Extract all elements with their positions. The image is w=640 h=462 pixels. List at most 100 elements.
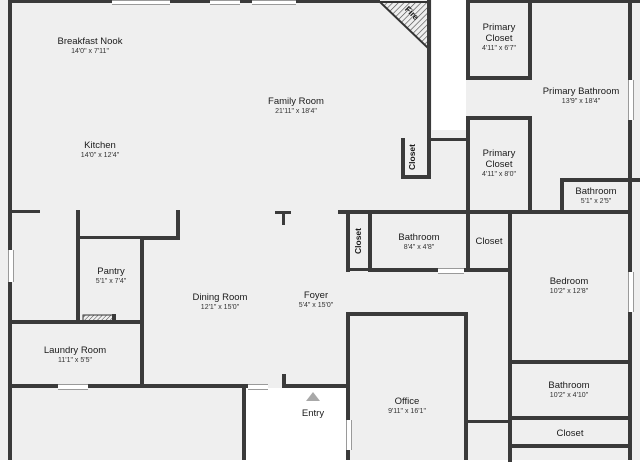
wall	[508, 444, 632, 448]
room-name: Primary Bathroom	[542, 86, 620, 97]
wall	[76, 210, 80, 324]
room-office: Office 9'11" x 16'1"	[362, 396, 452, 417]
window	[112, 0, 170, 5]
room-name: Foyer	[303, 290, 329, 301]
exterior-top-right	[432, 0, 466, 130]
wall	[8, 210, 40, 213]
wall	[508, 210, 512, 462]
room-dimensions: 10'2" x 4'10"	[549, 392, 589, 399]
wall	[628, 0, 632, 460]
wall	[8, 0, 12, 460]
window	[8, 250, 14, 282]
room-name: Bedroom	[549, 276, 589, 287]
window	[438, 268, 464, 274]
room-breakfast-nook: Breakfast Nook 14'0" x 7'11"	[40, 36, 140, 57]
room-foyer: Foyer 5'4" x 15'0"	[286, 290, 346, 311]
wall	[112, 314, 116, 324]
room-dimensions: 8'4" x 4'8"	[403, 244, 435, 251]
room-dimensions: 5'1" x 7'4"	[95, 278, 127, 285]
wall	[466, 210, 470, 272]
wall	[140, 236, 180, 240]
entry-label: Entry	[290, 408, 336, 419]
room-primary-closet: Primary Closet 4'11" x 8'0"	[470, 148, 528, 180]
wall	[8, 384, 248, 388]
wall	[346, 268, 370, 271]
room-bedroom: Bedroom 10'2" x 12'8"	[524, 276, 614, 297]
room-name: Bathroom	[548, 380, 590, 391]
room-closet-bottom: Closet	[540, 428, 600, 439]
wall	[176, 210, 180, 240]
room-name: Bathroom	[398, 232, 440, 243]
wall	[560, 178, 640, 182]
room-dimensions: 5'4" x 15'0"	[298, 302, 334, 309]
wall	[140, 236, 144, 388]
room-dimensions: 4'11" x 8'0"	[482, 171, 516, 178]
wall	[466, 116, 470, 214]
window	[252, 0, 296, 5]
room-name: Bathroom	[575, 186, 617, 197]
wall	[427, 0, 431, 152]
entry-name: Entry	[301, 408, 325, 419]
window	[248, 384, 268, 390]
wall	[468, 420, 512, 423]
wall	[560, 178, 564, 214]
room-dimensions: 13'9" x 18'4"	[561, 98, 601, 105]
wall	[508, 360, 632, 364]
room-dimensions: 4'11" x 6'7"	[482, 45, 516, 52]
entry-arrow-icon	[306, 392, 320, 401]
room-name: Kitchen	[84, 140, 116, 151]
window	[346, 420, 352, 450]
room-name: Pantry	[97, 266, 125, 277]
wall	[346, 210, 350, 272]
wall	[466, 0, 470, 80]
room-dimensions: 14'0" x 12'4"	[80, 152, 120, 159]
window	[628, 272, 634, 312]
room-name: Closet	[556, 428, 584, 439]
wall	[528, 0, 532, 80]
garage-area	[246, 388, 346, 460]
room-dimensions: 21'11" x 18'4"	[275, 108, 317, 115]
room-primary-closet: Primary Closet 4'11" x 6'7"	[470, 22, 528, 54]
room-name: Closet	[475, 236, 503, 247]
wall	[368, 210, 372, 272]
room-dimensions: 14'0" x 7'11"	[71, 48, 109, 55]
wall	[466, 0, 640, 3]
room-name: Family Room	[268, 96, 324, 107]
room-dimensions: 5'1" x 2'5"	[580, 198, 612, 205]
room-dining-room: Dining Room 12'1" x 15'0"	[170, 292, 270, 313]
wall	[427, 138, 467, 141]
room-kitchen: Kitchen 14'0" x 12'4"	[50, 140, 150, 161]
room-name: Laundry Room	[43, 345, 107, 356]
wall	[282, 211, 285, 225]
room-dimensions: 12'1" x 15'0"	[200, 304, 240, 311]
room-name: Breakfast Nook	[57, 36, 123, 47]
room-dimensions: 11'1" x 5'5"	[58, 357, 92, 364]
room-bathroom-small: Bathroom 5'1" x 2'5"	[564, 186, 628, 207]
wall	[346, 312, 468, 316]
room-dimensions: 9'11" x 16'1"	[388, 408, 426, 415]
wall	[466, 116, 532, 120]
room-bathroom-hall: Bathroom 8'4" x 4'8"	[378, 232, 460, 253]
wall	[282, 384, 348, 388]
wall	[464, 312, 468, 460]
room-name: Primary Closet	[482, 22, 516, 44]
window	[58, 384, 88, 390]
wall	[76, 236, 144, 239]
wall	[508, 416, 632, 420]
wall	[401, 138, 405, 178]
window	[210, 0, 240, 5]
wall	[282, 374, 286, 388]
room-name: Primary Closet	[482, 148, 516, 170]
wall	[528, 116, 532, 214]
room-bathroom-lower: Bathroom 10'2" x 4'10"	[524, 380, 614, 401]
room-dimensions: 10'2" x 12'8"	[549, 288, 589, 295]
room-family-room: Family Room 21'11" x 18'4"	[246, 96, 346, 117]
window	[628, 80, 634, 120]
wall	[427, 138, 431, 179]
wall	[8, 0, 380, 3]
room-pantry: Pantry 5'1" x 7'4"	[82, 266, 140, 287]
wall	[401, 175, 431, 179]
room-name: Dining Room	[192, 292, 248, 303]
wall	[466, 76, 532, 80]
